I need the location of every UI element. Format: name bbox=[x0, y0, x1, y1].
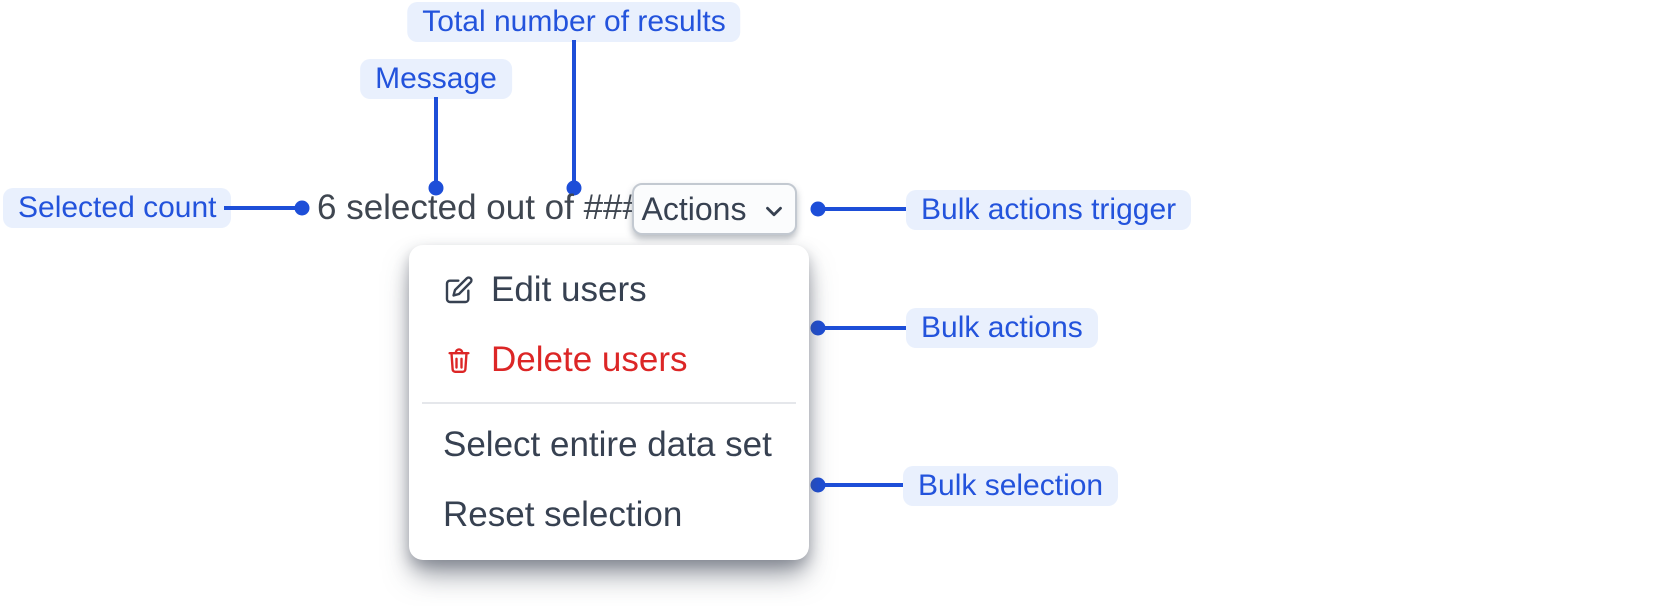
bulk-actions-menu: Edit users Delete users Select entire da… bbox=[409, 245, 809, 560]
menu-item-label: Edit users bbox=[491, 270, 647, 310]
annotation-label-total-results: Total number of results bbox=[407, 2, 741, 42]
menu-item-label: Select entire data set bbox=[443, 424, 772, 464]
annotation-label-bulk-actions-trigger: Bulk actions trigger bbox=[906, 190, 1192, 230]
menu-item-label: Delete users bbox=[491, 340, 688, 380]
connector-line-bulk-actions bbox=[818, 326, 906, 330]
menu-item-select-entire-data-set[interactable]: Select entire data set bbox=[409, 410, 809, 480]
connector-line-message bbox=[434, 97, 438, 182]
connector-line-selected-count bbox=[224, 206, 296, 210]
connector-line-total-results bbox=[572, 40, 576, 181]
connector-dot-total-results bbox=[566, 180, 582, 196]
connector-dot-bulk-selection bbox=[810, 477, 826, 493]
annotation-label-selected-count: Selected count bbox=[3, 188, 232, 228]
edit-icon bbox=[443, 274, 475, 306]
selected-count-message: 6 selected out of ### bbox=[317, 188, 642, 228]
connector-line-bulk-selection bbox=[818, 483, 903, 487]
annotation-label-message: Message bbox=[360, 59, 512, 99]
menu-item-delete-users[interactable]: Delete users bbox=[409, 325, 809, 395]
connector-dot-bulk-actions bbox=[810, 320, 826, 336]
menu-item-label: Reset selection bbox=[443, 494, 683, 534]
annotation-label-bulk-selection: Bulk selection bbox=[903, 466, 1119, 506]
actions-button-label: Actions bbox=[641, 190, 747, 227]
bulk-actions-trigger-button[interactable]: Actions bbox=[632, 183, 797, 235]
menu-divider bbox=[422, 401, 796, 404]
annotation-label-bulk-actions: Bulk actions bbox=[906, 308, 1098, 348]
menu-item-edit-users[interactable]: Edit users bbox=[409, 255, 809, 325]
menu-item-reset-selection[interactable]: Reset selection bbox=[409, 480, 809, 550]
connector-dot-selected-count bbox=[294, 200, 310, 216]
connector-dot-message bbox=[428, 180, 444, 196]
connector-line-bulk-actions-trigger bbox=[818, 207, 906, 211]
connector-dot-bulk-actions-trigger bbox=[810, 201, 826, 217]
chevron-down-icon bbox=[761, 198, 787, 224]
trash-icon bbox=[443, 344, 475, 376]
